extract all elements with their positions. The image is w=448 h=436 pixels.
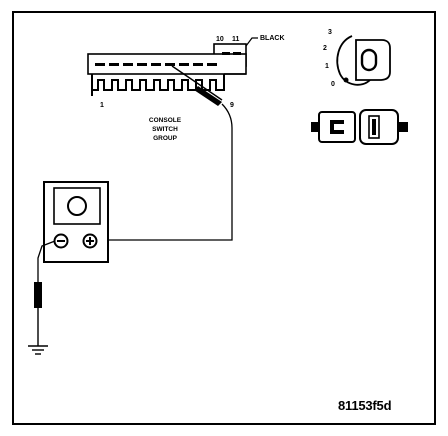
positive-test-lead — [96, 103, 233, 241]
ignition-key-icon — [336, 35, 391, 86]
meter-probe — [171, 65, 223, 106]
console-label-line3: GROUP — [153, 135, 178, 142]
console-switch-connector — [87, 43, 247, 96]
pin-10-label: 10 — [216, 36, 224, 43]
multimeter — [43, 181, 109, 263]
key-position-0: 0 — [331, 81, 335, 88]
diagram-frame — [12, 11, 436, 425]
key-position-1: 1 — [325, 63, 329, 70]
console-label-line1: CONSOLE — [149, 117, 182, 124]
key-position-2: 2 — [323, 45, 327, 52]
pin-1-label: 1 — [100, 102, 104, 109]
separated-connector-icon — [311, 109, 408, 145]
black-label: BLACK — [260, 35, 285, 42]
pin-11-label: 11 — [232, 36, 240, 43]
black-leader-line — [245, 37, 258, 47]
pin-9-label: 9 — [230, 102, 234, 109]
negative-test-lead — [37, 240, 56, 282]
console-label-line2: SWITCH — [152, 126, 178, 133]
ground-symbol-icon — [28, 345, 48, 355]
ground-probe — [34, 282, 42, 346]
key-position-3: 3 — [328, 29, 332, 36]
figure-code: 81153f5d — [338, 398, 392, 413]
